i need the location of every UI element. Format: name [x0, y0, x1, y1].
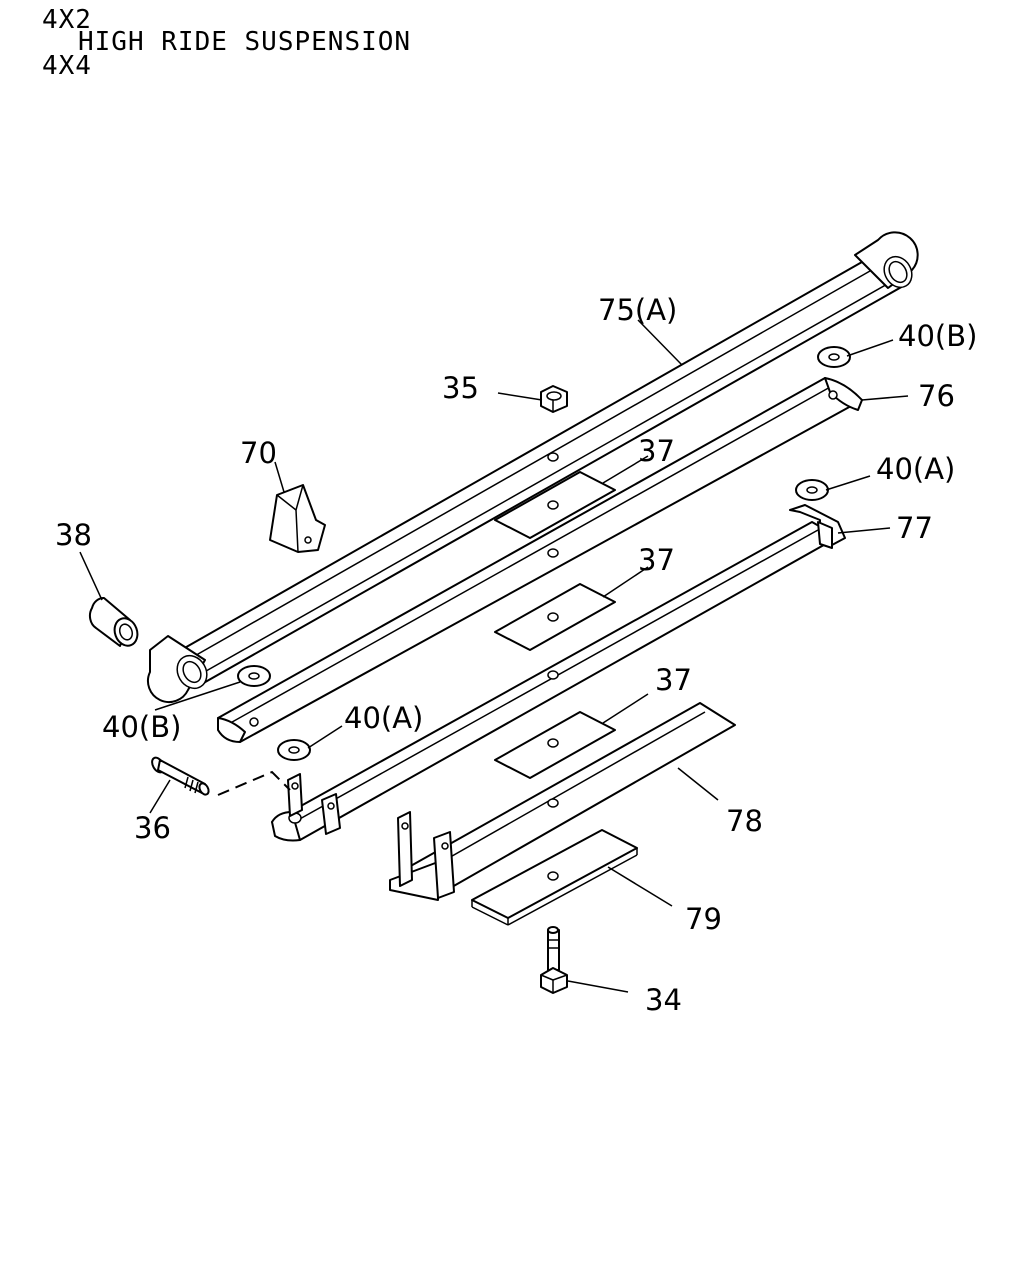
part-35-nut[interactable] [540, 385, 568, 413]
header-line-3: 4X4 [42, 51, 92, 81]
callout-40b-top: 40(B) [898, 319, 977, 353]
header-line-2: HIGH RIDE SUSPENSION [78, 27, 411, 57]
part-38-bushing[interactable] [88, 597, 141, 649]
part-37-pad-lower[interactable] [494, 711, 616, 779]
part-40a-washer-right[interactable] [795, 479, 829, 501]
callout-36: 36 [134, 811, 171, 845]
header-line-1: 4X2 [42, 5, 92, 35]
callout-70: 70 [240, 436, 277, 470]
part-37-pad-middle[interactable] [494, 583, 616, 651]
leader-lines [79, 319, 909, 993]
callout-77: 77 [896, 511, 933, 545]
callout-37-middle: 37 [638, 543, 675, 577]
bolt-alignment-line [217, 770, 291, 796]
callout-78: 78 [726, 804, 763, 838]
part-76-second-leaf[interactable] [217, 377, 863, 743]
callout-75a: 75(A) [598, 293, 677, 327]
part-77-third-leaf[interactable] [271, 504, 846, 842]
callout-79: 79 [685, 902, 722, 936]
callout-40a-right: 40(A) [876, 452, 955, 486]
callout-40b-left: 40(B) [102, 710, 181, 744]
part-37-pad-upper[interactable] [494, 471, 616, 539]
part-40b-washer-top[interactable] [817, 346, 851, 368]
callout-76: 76 [918, 379, 955, 413]
part-70-bump-stopper[interactable] [269, 484, 326, 553]
part-78-bottom-leaf[interactable] [389, 702, 736, 901]
callout-34: 34 [645, 983, 682, 1017]
part-40b-washer-left[interactable] [237, 665, 271, 687]
part-40a-washer-left[interactable] [277, 739, 311, 761]
part-36-bolt[interactable] [150, 756, 211, 797]
callout-37-upper: 37 [638, 434, 675, 468]
callout-38: 38 [55, 518, 92, 552]
callout-40a-left: 40(A) [344, 701, 423, 735]
callout-35: 35 [442, 371, 479, 405]
callout-37-lower: 37 [655, 663, 692, 697]
part-34-center-bolt[interactable] [540, 926, 568, 994]
part-75a-main-leaf[interactable] [147, 231, 919, 703]
part-79-liner-plate[interactable] [471, 829, 638, 926]
